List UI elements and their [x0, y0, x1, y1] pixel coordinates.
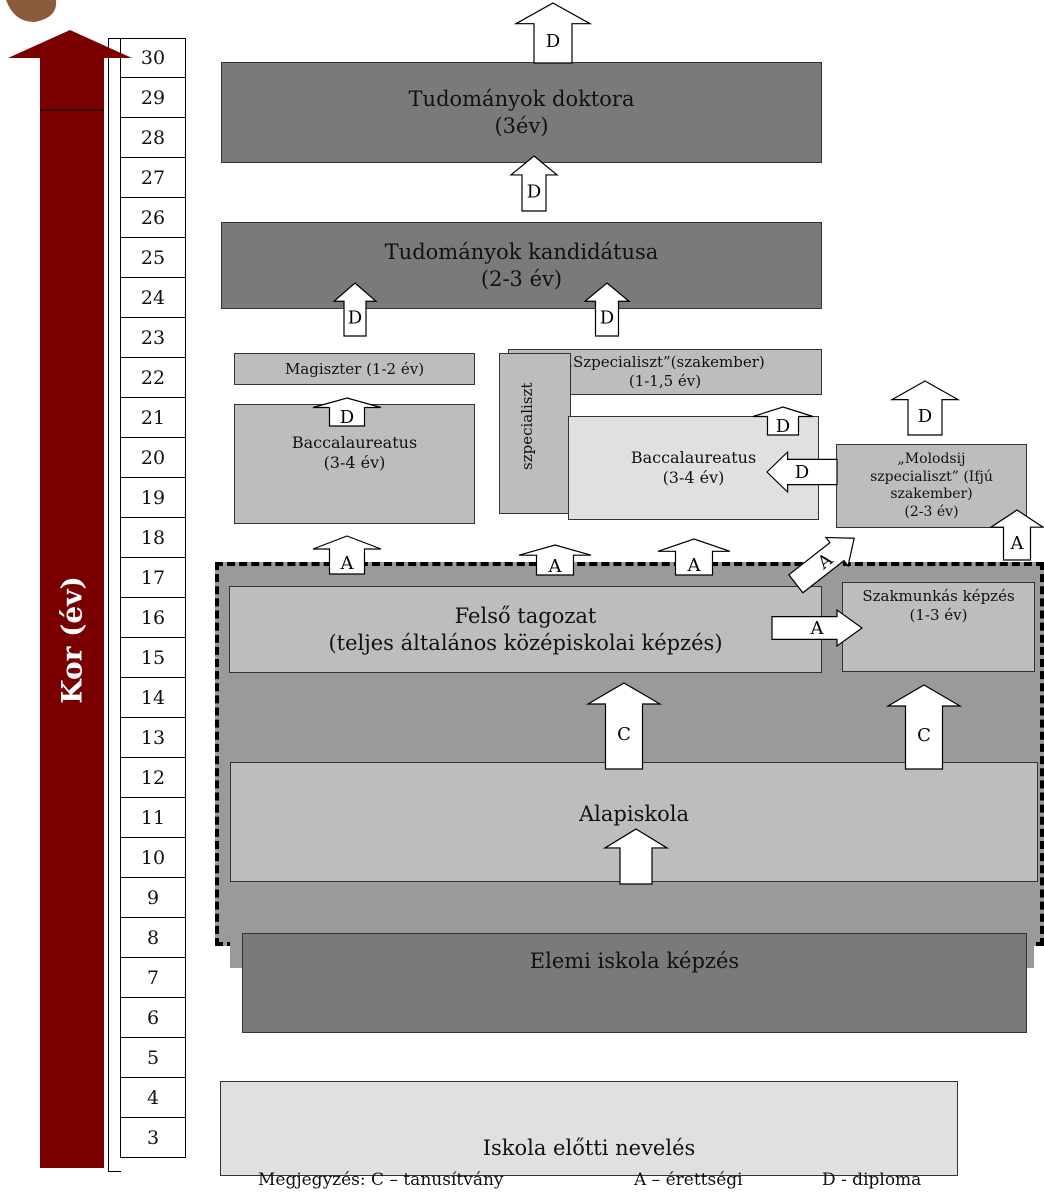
age-tick: 24	[120, 278, 186, 318]
age-tick: 10	[120, 838, 186, 878]
age-tick: 7	[120, 958, 186, 998]
arrow-letter: A	[1010, 533, 1025, 554]
arrow-erettsegi: A	[518, 544, 592, 577]
age-tick: 11	[120, 798, 186, 838]
age-tick: 13	[120, 718, 186, 758]
decorative-blob	[6, 0, 57, 22]
age-axis-label: Kor (év)	[55, 576, 89, 704]
arrow-erettsegi: A	[989, 509, 1044, 561]
arrow-diploma: D	[332, 282, 378, 337]
legend-a: A – érettségi	[634, 1170, 743, 1190]
arrow-letter: D	[340, 407, 354, 428]
arrow-diploma: D	[752, 406, 814, 437]
age-tick: 18	[120, 518, 186, 558]
arrow-letter: D	[527, 182, 541, 203]
arrow-diploma: D	[766, 450, 838, 494]
arrow-letter: C	[617, 724, 631, 745]
arrow-letter: D	[600, 308, 614, 329]
block-molodsij: „Molodsij szpecialiszt” (Ifjú szakember)…	[836, 444, 1027, 528]
block-felso: Felső tagozat (teljes általános középisk…	[229, 586, 822, 673]
arrow-letter: D	[795, 462, 809, 483]
arrow-erettsegi: A	[771, 608, 864, 648]
arrow-letter: D	[776, 416, 790, 437]
age-tick: 28	[120, 118, 186, 158]
age-tick: 16	[120, 598, 186, 638]
age-tick: 26	[120, 198, 186, 238]
age-tick: 23	[120, 318, 186, 358]
age-tick: 27	[120, 158, 186, 198]
age-tick: 4	[120, 1078, 186, 1118]
age-tick: 21	[120, 398, 186, 438]
age-tick: 19	[120, 478, 186, 518]
block-magiszter: Magiszter (1-2 év)	[234, 353, 475, 385]
age-tick: 8	[120, 918, 186, 958]
age-tick: 12	[120, 758, 186, 798]
block-iskola-elotti: Iskola előtti nevelés	[220, 1081, 958, 1176]
block-szakmunkas: Szakmunkás képzés (1-3 év)	[842, 582, 1035, 672]
arrow-diploma: D	[583, 282, 631, 337]
age-tick: 20	[120, 438, 186, 478]
age-tick: 5	[120, 1038, 186, 1078]
age-tick: 29	[120, 78, 186, 118]
arrow-diploma: D	[509, 155, 559, 212]
arrow-letter: D	[348, 308, 362, 329]
age-tick: 25	[120, 238, 186, 278]
age-tick: 3	[120, 1118, 186, 1158]
legend-d: D - diploma	[822, 1170, 922, 1190]
age-tick: 14	[120, 678, 186, 718]
arrow-letter: D	[546, 31, 560, 52]
block-doktor: Tudományok doktora (3év)	[221, 62, 822, 163]
age-tick: 15	[120, 638, 186, 678]
arrow-erettsegi: A	[787, 536, 855, 594]
arrow-diploma: D	[312, 397, 382, 428]
arrow-tanusitvany: C	[585, 682, 663, 770]
arrow-erettsegi: A	[312, 535, 382, 575]
arrow-diploma: D	[889, 380, 961, 436]
age-scale-left-column	[108, 38, 121, 1172]
block-kandidatus: Tudományok kandidátusa (2-3 év)	[221, 222, 822, 309]
age-tick: 6	[120, 998, 186, 1038]
arrow-erettsegi: A	[657, 538, 731, 576]
specialist-vertical-label: szpecialiszt	[518, 382, 536, 470]
block-elemi: Elemi iskola képzés	[242, 933, 1027, 1033]
age-tick: 9	[120, 878, 186, 918]
arrow-letter: C	[917, 725, 931, 746]
arrow-letter: A	[548, 556, 563, 577]
legend-c: Megjegyzés: C – tanusítvány	[258, 1170, 504, 1190]
age-tick: 17	[120, 558, 186, 598]
arrow-tanusitvany: C	[885, 684, 963, 770]
arrow-plain	[602, 828, 670, 885]
age-axis-arrow	[8, 30, 132, 1168]
arrow-letter: D	[918, 406, 932, 427]
arrow-letter: A	[340, 553, 355, 574]
arrow-diploma: D	[513, 2, 593, 64]
arrow-letter: A	[687, 555, 702, 576]
arrow-letter: A	[810, 618, 825, 639]
age-tick: 22	[120, 358, 186, 398]
